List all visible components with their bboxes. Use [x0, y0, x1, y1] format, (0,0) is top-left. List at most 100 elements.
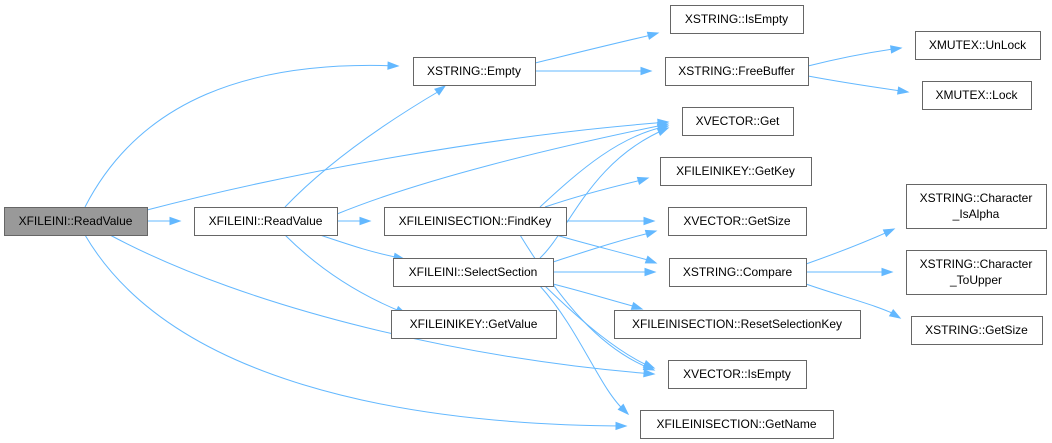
edge-line [539, 285, 627, 413]
node-label: XFILEINIKEY::GetValue [410, 317, 538, 331]
node-box [640, 410, 834, 439]
edge-fileini_selectsection-to-section_resetselectionkey [552, 283, 644, 310]
node-root[interactable]: XFILEINI::ReadValue [4, 207, 148, 236]
edge-fileini_selectsection-to-xvector_get [539, 127, 670, 259]
node-xvector-getsize[interactable]: XVECTOR::GetSize [668, 207, 807, 236]
edge-line [84, 64, 399, 208]
edge-fileini_selectsection-to-xvector_isempty [544, 285, 656, 369]
node-section-resetselectionkey[interactable]: XFILEINISECTION::ResetSelectionKey [614, 310, 861, 339]
node-box [915, 31, 1041, 60]
edge-xstring_compare-to-xstring_getsize [805, 283, 902, 319]
node-section-getname[interactable]: XFILEINISECTION::GetName [640, 410, 834, 439]
edge-fileini_selectsection-to-section_getname [539, 285, 630, 416]
edge-line [805, 229, 893, 265]
node-xstring-getsize[interactable]: XSTRING::GetSize [911, 316, 1043, 345]
edge-line [552, 231, 655, 263]
node-box [670, 5, 804, 34]
edge-line [555, 234, 656, 263]
node-box [391, 310, 557, 339]
node-label: XSTRING::IsEmpty [685, 12, 788, 26]
arrowhead [359, 216, 372, 226]
edge-fileini_selectsection-to-xstring_compare [553, 267, 657, 277]
node-xstring-empty[interactable]: XSTRING::Empty [413, 57, 536, 86]
edge-line [552, 283, 641, 309]
edge-xstring_compare-to-xstring_char_isalpha [805, 228, 896, 265]
node-label: XFILEINISECTION::FindKey [399, 214, 552, 228]
edge-fileini_readvalue-to-fileini_selectsection [319, 234, 406, 261]
node-section-findkey[interactable]: XFILEINISECTION::FindKey [384, 207, 567, 236]
edge-line [319, 234, 401, 259]
node-box [413, 57, 536, 86]
node-label: XSTRING::Compare [683, 265, 793, 279]
edge-root-to-fileini_readvalue [147, 216, 182, 226]
edge-line [544, 285, 655, 369]
arrowhead [890, 45, 903, 54]
node-box [614, 310, 861, 339]
edge-fileini_readvalue-to-xvector_get [336, 121, 670, 215]
arrowhead [881, 267, 894, 277]
node-label: XFILEINI::ReadValue [209, 214, 323, 228]
node-label: XSTRING::Empty [427, 64, 521, 78]
edge-line [539, 125, 669, 208]
node-box [384, 207, 567, 236]
edge-xstring_freebuffer-to-xmutex_unlock [807, 45, 903, 67]
edge-fileini_selectsection-to-xvector_getsize [552, 229, 658, 263]
arrowhead [882, 228, 896, 238]
arrowhead [642, 360, 656, 369]
node-label: XFILEINIKEY::GetKey [676, 164, 795, 178]
arrowhead [615, 421, 628, 431]
arrowhead [169, 216, 182, 226]
node-box [669, 258, 807, 287]
edge-fileini_readvalue-to-xfileinikey_getvalue [284, 234, 408, 315]
call-edges [84, 31, 910, 431]
node-xstring-char-isalpha[interactable]: XSTRING::Character_IsAlpha [906, 184, 1047, 229]
node-label: XMUTEX::Lock [935, 88, 1018, 102]
node-fileini-selectsection[interactable]: XFILEINI::SelectSection [393, 258, 554, 287]
edge-xstring_freebuffer-to-xmutex_lock [807, 75, 910, 95]
edge-section_findkey-to-xvector_getsize [566, 216, 656, 226]
arrowhead [630, 301, 644, 310]
node-label: XSTRING::GetSize [925, 323, 1028, 337]
edge-line [109, 234, 655, 375]
arrowhead [434, 85, 447, 96]
node-box [194, 207, 338, 236]
node-label: XMUTEX::UnLock [929, 38, 1027, 52]
node-xstring-freebuffer[interactable]: XSTRING::FreeBuffer [665, 57, 809, 86]
edge-line [807, 47, 902, 67]
arrowhead [644, 229, 658, 239]
node-xstring-char-toupper[interactable]: XSTRING::Character_ToUpper [906, 250, 1047, 295]
node-box [906, 184, 1047, 229]
node-box [682, 107, 794, 136]
node-fileini-readvalue[interactable]: XFILEINI::ReadValue [194, 207, 338, 236]
node-label: _IsAlpha [952, 207, 1000, 221]
arrowhead [387, 61, 400, 70]
arrowhead [643, 368, 656, 378]
node-xstring-isempty[interactable]: XSTRING::IsEmpty [670, 5, 804, 34]
arrowhead [644, 255, 658, 264]
node-box [668, 207, 807, 236]
arrowhead [643, 216, 656, 226]
arrowhead [897, 86, 910, 95]
arrowhead [640, 66, 653, 76]
edge-xstring_compare-to-xstring_char_toupper [806, 267, 894, 277]
node-xfileinikey-getkey[interactable]: XFILEINIKEY::GetKey [660, 157, 812, 186]
edge-line [284, 234, 403, 313]
arrowhead [636, 176, 650, 185]
edge-xstring_empty-to-xstring_isempty [534, 31, 660, 64]
node-xmutex-lock[interactable]: XMUTEX::Lock [922, 81, 1032, 110]
node-xstring-compare[interactable]: XSTRING::Compare [669, 258, 807, 287]
node-xvector-get[interactable]: XVECTOR::Get [682, 107, 794, 136]
edge-root-to-xvector_isempty [109, 234, 656, 378]
node-label: XFILEINI::ReadValue [19, 214, 133, 228]
node-box [4, 207, 148, 236]
node-label: XSTRING::Character [920, 191, 1033, 205]
node-xfileinikey-getvalue[interactable]: XFILEINIKEY::GetValue [391, 310, 557, 339]
node-label: XVECTOR::GetSize [683, 214, 790, 228]
edge-section_findkey-to-xfileinikey_getkey [544, 176, 650, 208]
node-box [922, 81, 1032, 110]
node-xvector-isempty[interactable]: XVECTOR::IsEmpty [668, 360, 807, 389]
node-xmutex-unlock[interactable]: XMUTEX::UnLock [915, 31, 1041, 60]
arrowhead [888, 308, 902, 319]
edge-line [807, 75, 909, 93]
